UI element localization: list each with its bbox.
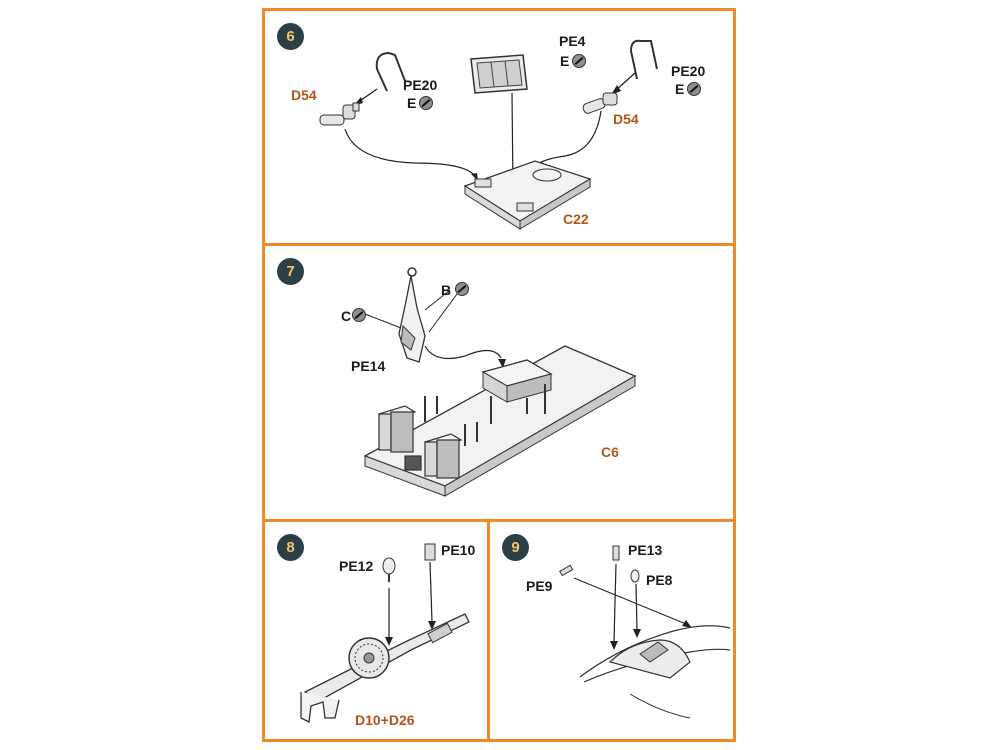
step-9-badge: 9 [502,534,529,561]
step-7-panel: 7 B C PE14 C6 [262,243,736,522]
step-8-badge: 8 [277,534,304,561]
pe8-label: PE8 [646,572,673,588]
c22-label: C22 [563,211,589,227]
paint-b [455,282,469,296]
d54-left-label: D54 [291,87,317,103]
paint-e-left: E [407,95,434,111]
paint-e-center: E [560,53,587,69]
pe12-label: PE12 [339,558,374,574]
step-7-drawing [363,267,637,497]
pe4-label: PE4 [559,33,586,49]
pe20-left-label: PE20 [403,77,438,93]
pe10-label: PE10 [441,542,476,558]
step-9-drawing [559,545,731,719]
pe20-right-label: PE20 [671,63,706,79]
step-8-panel: 8 PE12 PE10 D10+D26 [262,519,490,742]
step-8-drawing [300,543,470,723]
b-label: B [441,282,452,298]
paint-code: E [675,81,685,97]
c6-label: C6 [601,444,619,460]
c-label: C [341,308,352,324]
paint-circle-icon [352,308,366,322]
d54-right-label: D54 [613,111,639,127]
pe14-label: PE14 [351,358,386,374]
paint-c [352,308,366,322]
paint-code: E [407,95,417,111]
step-6-badge: 6 [277,23,304,50]
step-7-badge: 7 [277,258,304,285]
paint-circle-icon [687,82,702,96]
step-9-panel: 9 PE13 PE9 PE8 [487,519,736,742]
pe9-label: PE9 [526,578,553,594]
step-6-drawing [319,39,658,230]
paint-code: E [560,53,570,69]
paint-e-right: E [675,81,702,97]
paint-circle-icon [419,96,434,110]
step-6-panel: 6 D54 PE20 E PE4 [262,8,736,246]
pe13-label: PE13 [628,542,663,558]
paint-circle-icon [572,54,587,68]
d10-d26-label: D10+D26 [355,712,415,728]
paint-circle-icon [455,282,469,296]
